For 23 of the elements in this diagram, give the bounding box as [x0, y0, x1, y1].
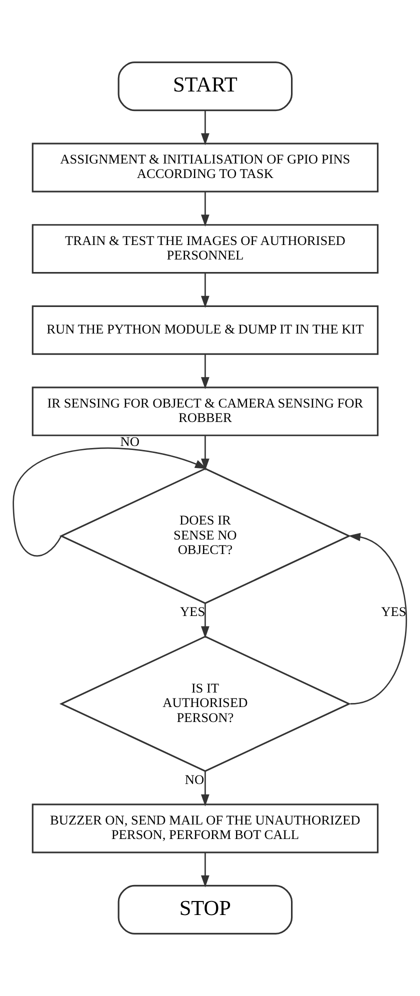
- node-diamond: DOES IR SENSE NO OBJECT?: [59, 468, 351, 604]
- arrow: [200, 436, 210, 471]
- arrow: [12, 448, 208, 556]
- edge-label: YES: [381, 604, 406, 619]
- edge-label: NO: [184, 772, 204, 787]
- edge-label: YES: [180, 604, 206, 620]
- edge-label: NO: [120, 434, 140, 450]
- node-box: START: [118, 62, 293, 112]
- arrow: [200, 110, 210, 146]
- node-box: ASSIGNMENT & INITIALISATION OF GPIO PINS ACCORDING TO TASK: [32, 142, 379, 192]
- node-diamond: IS IT AUTHORISED PERSON?: [59, 636, 351, 772]
- node-box: TRAIN & TEST THE IMAGES OF AUTHORISED PERSONNEL: [32, 224, 379, 274]
- node-box: RUN THE PYTHON MODULE & DUMP IT IN THE KIT: [32, 305, 379, 355]
- arrow: [348, 532, 407, 704]
- arrow: [200, 852, 210, 888]
- arrow: [200, 771, 210, 806]
- node-box: IR SENSING FOR OBJECT & CAMERA SENSING FOR ROBBER: [32, 386, 379, 436]
- node-box: BUZZER ON, SEND MAIL OF THE UNAUTHORIZED PERSON, PERFORM BOT CALL: [32, 804, 379, 854]
- arrow: [200, 354, 210, 390]
- arrow: [200, 192, 210, 227]
- arrow: [200, 604, 210, 638]
- arrow: [200, 272, 210, 308]
- node-box: STOP: [118, 884, 293, 934]
